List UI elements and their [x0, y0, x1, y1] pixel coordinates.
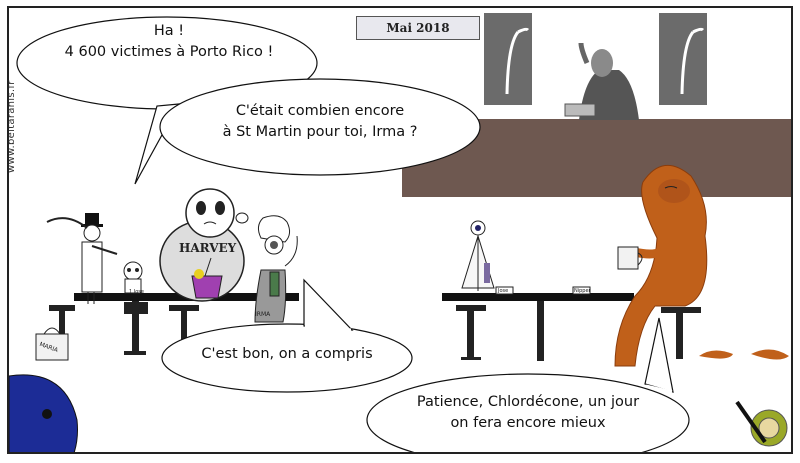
puddle-2: [751, 349, 789, 360]
small-character: [123, 261, 148, 314]
blue-blob-character: [9, 374, 78, 452]
bubble-4-line-1: Patience, Chlordécone, un jour: [416, 394, 640, 410]
bubble-1-line-1: Ha !: [153, 23, 185, 39]
cup-label-2: Nipper: [574, 288, 591, 294]
right-table-box-1: [495, 286, 514, 295]
harvey-shirt-label: HARVEY: [179, 241, 237, 255]
cup-label-3: Jose: [498, 288, 509, 294]
irma-character: [254, 215, 298, 323]
bubble-3-line-1: C'est bon, on a compris: [201, 346, 373, 362]
speech-bubble-shapes: [16, 16, 690, 452]
right-table-box-2: [572, 286, 591, 295]
stool-right-2: [661, 307, 701, 359]
website-credit: www.beltaranis.fr: [7, 80, 17, 173]
right-table: [442, 293, 634, 361]
speech-bubble-3: C'est bon, on a compris: [171, 344, 403, 365]
stool-left-1: [49, 305, 75, 355]
stool-right-1: [456, 305, 486, 360]
comic-panel: Mai 2018 www.beltaranis.fr Ha ! 4 600 vi…: [7, 6, 793, 454]
bottle: [269, 271, 280, 297]
stool-left-2: [169, 305, 199, 341]
bubble-3-shape: [161, 323, 413, 393]
standing-figure: [461, 220, 495, 291]
coffee-mug: [617, 246, 643, 270]
bubble-2-line-2: à St Martin pour toi, Irma ?: [222, 124, 418, 140]
banner-right: [659, 13, 707, 105]
top-hat-character: [46, 213, 118, 304]
handbag: [35, 327, 69, 361]
irma-label: IRMA: [255, 311, 271, 318]
bubble-4-line-2: on fera encore mieux: [450, 415, 606, 431]
cocktail-glass: [191, 257, 223, 299]
harvey-character: [159, 188, 249, 302]
speech-bubble-2: C'était combien encore à St Martin pour …: [170, 101, 470, 143]
date-label: Mai 2018: [356, 16, 480, 40]
speech-bubble-4: Patience, Chlordécone, un jour on fera e…: [381, 392, 675, 434]
signature-logo: [735, 400, 788, 447]
bartender: [564, 42, 639, 120]
cup-label-1: 1 Jose: [129, 289, 144, 295]
scene-illustration: [9, 13, 791, 452]
banner-left: [484, 13, 532, 105]
bubble-4-shape: [366, 373, 690, 452]
puddle-1: [699, 350, 733, 359]
bubble-2-shape: [159, 78, 481, 176]
bubble-2-line-1: C'était combien encore: [235, 103, 405, 119]
bubble-1-line-2: 4 600 victimes à Porto Rico !: [64, 44, 274, 60]
speech-bubble-1: Ha ! 4 600 victimes à Porto Rico !: [24, 21, 314, 63]
